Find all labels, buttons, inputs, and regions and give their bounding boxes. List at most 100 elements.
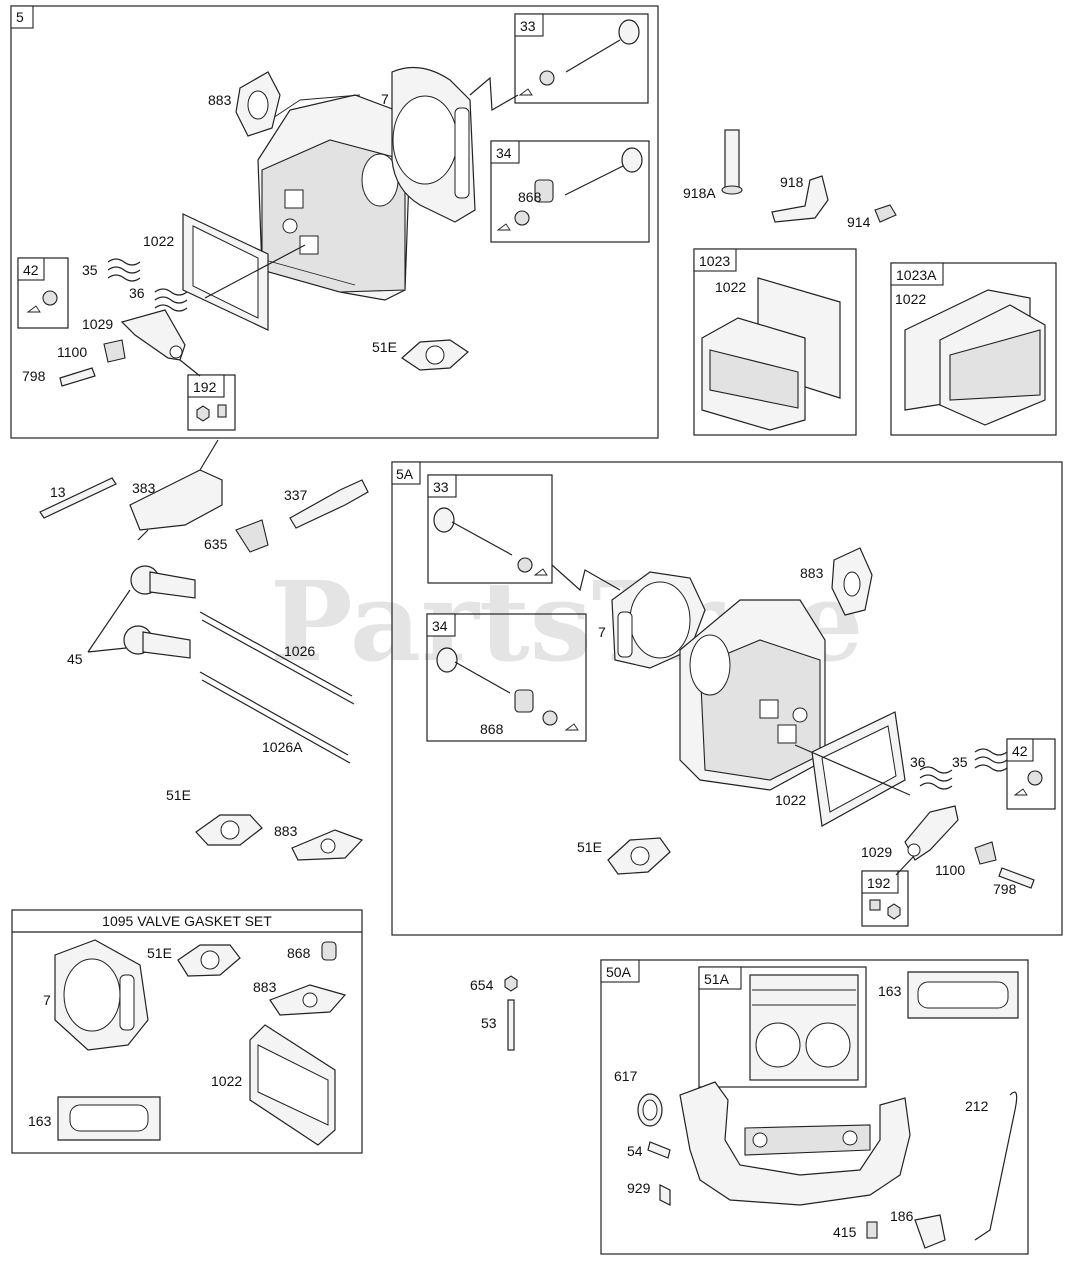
section-5a-frame: [391, 461, 1063, 936]
callout-383: 383: [132, 480, 156, 496]
subbox-192-a-label: 192: [193, 379, 217, 395]
subbox-33-b-label: 33: [433, 479, 449, 495]
subbox-1023-label: 1023: [699, 253, 730, 269]
section-5-frame: [10, 5, 659, 439]
section-5-label: 5: [16, 9, 24, 25]
middle-left-parts: 13 383 337 635 45 1026 1026A 51E 883: [39, 439, 369, 861]
valve-springs-b: [904, 748, 1035, 889]
screw-929: [659, 1184, 671, 1206]
callout-868-b: 868: [480, 721, 504, 737]
subbox-51a[interactable]: 51A: [698, 966, 867, 1088]
section-50a[interactable]: 50A 51A 163 617 54 929: [600, 959, 1029, 1255]
callout-868-a: 868: [518, 189, 542, 205]
callout-617: 617: [614, 1068, 638, 1084]
callout-212: 212: [965, 1098, 989, 1114]
callout-883-b: 883: [274, 823, 298, 839]
callout-54: 54: [627, 1143, 643, 1159]
subbox-192-b-label: 192: [867, 875, 891, 891]
section-50a-label: 50A: [606, 964, 632, 980]
callout-635: 635: [204, 536, 228, 552]
callout-7-a: 7: [381, 91, 389, 107]
callout-798-b: 798: [993, 881, 1017, 897]
callout-36-b: 36: [910, 754, 926, 770]
subbox-42-b-label: 42: [1012, 743, 1028, 759]
callout-1100-b: 1100: [935, 862, 965, 878]
callout-35-a: 35: [82, 262, 98, 278]
breather-tubes: 918A 918 914: [683, 129, 897, 230]
valve-springs-a: [59, 258, 188, 387]
stud-and-nut: 654 53: [470, 975, 518, 1051]
gasket-883-a: [235, 71, 281, 137]
subbox-33-a-label: 33: [520, 18, 536, 34]
head-gasket-7-b: [611, 571, 706, 669]
callout-883-c: 883: [800, 565, 824, 581]
head-gasket-7-a: [391, 66, 519, 223]
callout-36-a: 36: [129, 285, 145, 301]
gasket-1022-b: [794, 711, 911, 827]
set-callout-51e: 51E: [147, 945, 172, 961]
callout-1026a: 1026A: [262, 739, 303, 755]
subbox-33-a[interactable]: 33: [514, 13, 649, 104]
callout-45: 45: [67, 651, 83, 667]
callout-186: 186: [890, 1208, 914, 1224]
subbox-34-a[interactable]: 34: [490, 140, 650, 243]
set-callout-1022: 1022: [211, 1073, 242, 1089]
subbox-34-a-label: 34: [496, 145, 512, 161]
subbox-42-a[interactable]: 42: [17, 257, 69, 329]
subbox-192-b[interactable]: 192: [861, 855, 915, 927]
callout-918a: 918A: [683, 185, 716, 201]
gasket-set-title: 1095 VALVE GASKET SET: [102, 913, 272, 929]
section-5a-tag: [391, 461, 421, 485]
subbox-51a-label: 51A: [704, 971, 730, 987]
section-5a[interactable]: 5A 33 34: [391, 461, 1063, 936]
callout-1022-c2: 1022: [895, 291, 926, 307]
callout-7-b: 7: [598, 624, 606, 640]
callout-1029-a: 1029: [82, 316, 113, 332]
callout-918: 918: [780, 174, 804, 190]
gasket-51e-a: [401, 339, 469, 371]
tube-212: [974, 1091, 1018, 1241]
callout-415: 415: [833, 1224, 857, 1240]
set-callout-868: 868: [287, 945, 311, 961]
callout-1022-a: 1022: [143, 233, 174, 249]
subbox-1023[interactable]: 1023 1022: [693, 248, 857, 436]
subbox-34-b-label: 34: [432, 618, 448, 634]
callout-53: 53: [481, 1015, 497, 1031]
section-5[interactable]: 5: [10, 5, 659, 439]
subbox-1023a[interactable]: 1023A 1022: [890, 262, 1057, 436]
cylinder-head-drawing-b: [679, 599, 826, 791]
callout-35-b: 35: [952, 754, 968, 770]
gasket-1022-a: [182, 213, 306, 331]
callout-1100-a: 1100: [57, 344, 87, 360]
section-5-tag: [10, 5, 34, 29]
subbox-34-b[interactable]: 34: [426, 613, 587, 742]
subbox-42-a-label: 42: [23, 262, 39, 278]
gasket-set-box[interactable]: 1095 VALVE GASKET SET 7 51E 868 883 1022…: [11, 909, 363, 1154]
subbox-192-a[interactable]: 192: [179, 359, 236, 431]
screw-54: [647, 1141, 671, 1159]
plug-415: [866, 1221, 878, 1239]
callout-929: 929: [627, 1180, 651, 1196]
set-callout-7: 7: [43, 992, 51, 1008]
set-callout-883: 883: [253, 979, 277, 995]
callout-1026: 1026: [284, 643, 315, 659]
callout-337: 337: [284, 487, 308, 503]
callout-1022-b: 1022: [775, 792, 806, 808]
callout-13: 13: [50, 484, 66, 500]
callout-51e-a: 51E: [372, 339, 397, 355]
callout-914: 914: [847, 214, 871, 230]
callout-1029-b: 1029: [861, 844, 892, 860]
callout-1022-c1: 1022: [715, 279, 746, 295]
callout-163-m: 163: [878, 983, 902, 999]
callout-798-a: 798: [22, 368, 46, 384]
subbox-42-b[interactable]: 42: [1006, 738, 1056, 810]
callout-654: 654: [470, 977, 494, 993]
set-callout-163: 163: [28, 1113, 52, 1129]
callout-883-a: 883: [208, 92, 232, 108]
exhaust-manifold: [679, 1081, 911, 1206]
callout-51e-c: 51E: [577, 839, 602, 855]
section-50a-frame: [600, 959, 1029, 1255]
subbox-33-b[interactable]: 33: [427, 474, 621, 592]
section-50a-tag: [600, 959, 640, 983]
